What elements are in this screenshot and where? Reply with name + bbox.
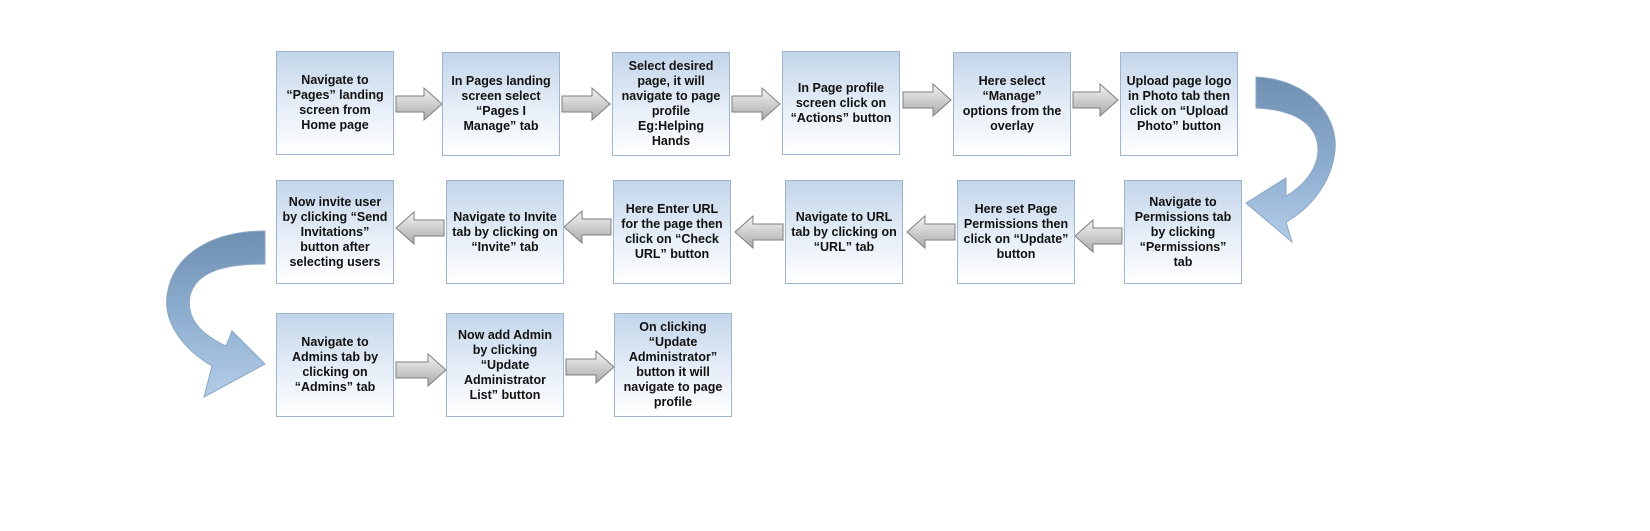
- flow-step-text: Navigate to Permissions tab by clicking …: [1134, 194, 1232, 269]
- curved-arrow-right: [1245, 76, 1336, 244]
- flow-arrow-10: [395, 210, 445, 246]
- flow-arrow-12: [565, 349, 615, 385]
- flow-step-9: Navigate to URL tab by clicking on “URL”…: [785, 180, 903, 284]
- flow-step-text: Navigate to URL tab by clicking on “URL”…: [791, 209, 897, 254]
- flow-step-4: In Page profile screen click on “Actions…: [782, 51, 900, 155]
- flow-step-text: Navigate to Invite tab by clicking on “I…: [452, 209, 558, 254]
- flow-step-1: Navigate to “Pages” landing screen from …: [276, 51, 394, 155]
- flow-step-text: In Pages landing screen select “Pages I …: [451, 74, 551, 133]
- flow-step-text: Upload page logo in Photo tab then click…: [1126, 74, 1232, 133]
- flow-arrow-5: [1072, 82, 1119, 118]
- flow-arrow-1: [395, 86, 443, 122]
- flow-arrow-11: [395, 352, 447, 388]
- flow-step-text: Navigate to Admins tab by clicking on “A…: [291, 335, 379, 394]
- flow-step-text: On clicking “Update Administrator” butto…: [623, 320, 723, 409]
- flow-arrow-6: [1074, 218, 1123, 254]
- flow-step-text: Select desired page, it will navigate to…: [621, 59, 721, 148]
- flow-step-text: Navigate to “Pages” landing screen from …: [286, 73, 384, 132]
- flow-step-6: Upload page logo in Photo tab then click…: [1120, 52, 1238, 156]
- flow-step-text: Here set Page Permissions then click on …: [963, 202, 1069, 261]
- flow-step-2: In Pages landing screen select “Pages I …: [442, 52, 560, 156]
- flow-step-3: Select desired page, it will navigate to…: [612, 52, 730, 156]
- flow-step-14: Now add Admin by clicking “Update Admini…: [446, 313, 564, 417]
- flow-step-15: On clicking “Update Administrator” butto…: [614, 313, 732, 417]
- flow-step-11: Navigate to Invite tab by clicking on “I…: [446, 180, 564, 284]
- flow-arrow-4: [902, 82, 952, 118]
- flow-step-12: Now invite user by clicking “Send Invita…: [276, 180, 394, 284]
- flow-arrow-8: [734, 214, 784, 250]
- flow-step-text: Now invite user by clicking “Send Invita…: [282, 194, 388, 269]
- flow-step-8: Here set Page Permissions then click on …: [957, 180, 1075, 284]
- flow-step-text: Here select “Manage” options from the ov…: [962, 74, 1062, 133]
- flow-step-10: Here Enter URL for the page then click o…: [613, 180, 731, 284]
- flow-step-7: Navigate to Permissions tab by clicking …: [1124, 180, 1242, 284]
- flow-arrow-3: [731, 86, 781, 122]
- flow-arrow-9: [563, 209, 612, 245]
- flow-step-5: Here select “Manage” options from the ov…: [953, 52, 1071, 156]
- flow-step-13: Navigate to Admins tab by clicking on “A…: [276, 313, 394, 417]
- curved-arrow-left: [166, 230, 266, 398]
- flow-step-text: Here Enter URL for the page then click o…: [621, 202, 723, 261]
- flow-arrow-2: [561, 86, 611, 122]
- flow-step-text: Now add Admin by clicking “Update Admini…: [458, 327, 552, 402]
- flow-step-text: In Page profile screen click on “Actions…: [790, 80, 892, 125]
- flow-arrow-7: [906, 214, 956, 250]
